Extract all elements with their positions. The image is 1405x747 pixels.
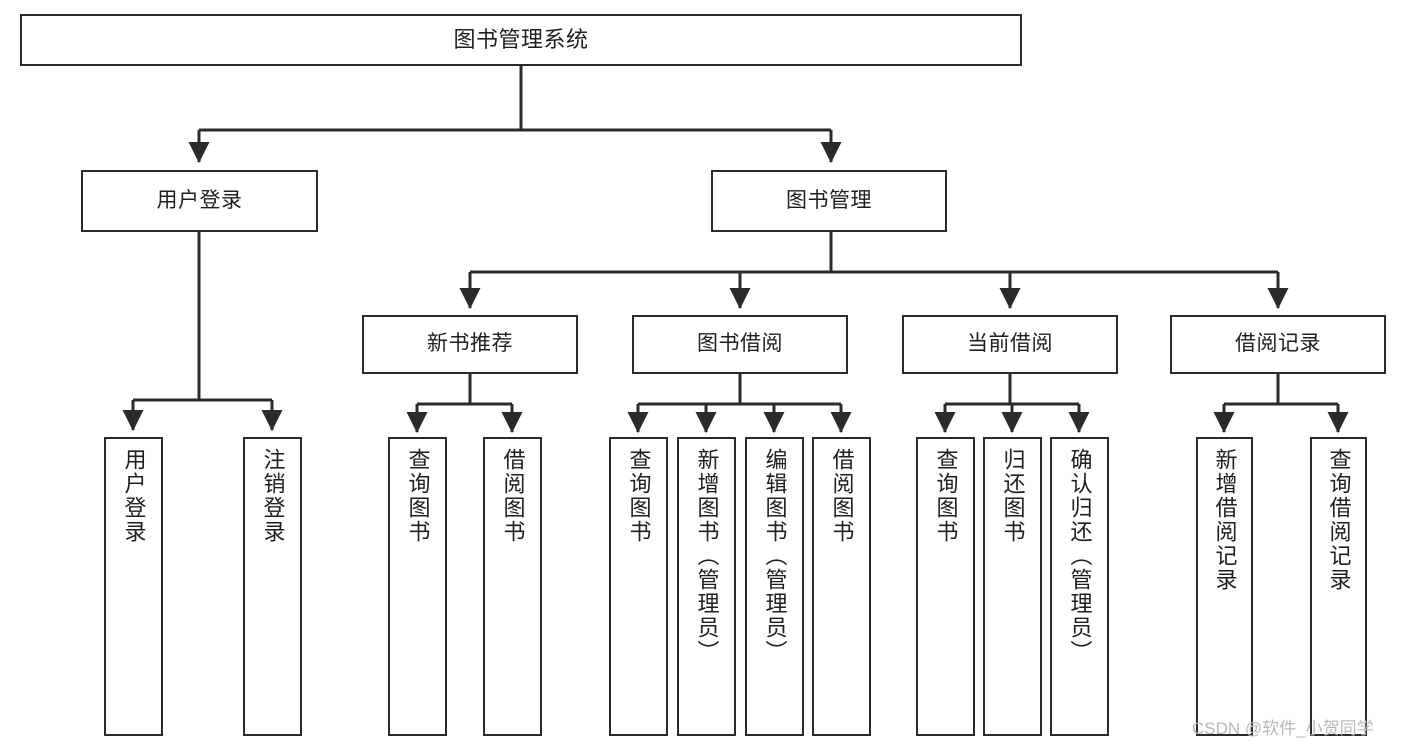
- leaf-edit-book-admin-label: 编辑图书（管理员）: [762, 448, 788, 664]
- leaf-query-book-current[interactable]: 查询图书: [916, 437, 975, 736]
- leaf-confirm-return-admin[interactable]: 确认归还（管理员）: [1050, 437, 1109, 736]
- node-user-login-module-label: 用户登录: [156, 188, 243, 212]
- leaf-add-borrow-record[interactable]: 新增借阅记录: [1196, 437, 1253, 736]
- leaf-return-book-label: 归还图书: [1000, 448, 1026, 544]
- csdn-watermark: CSDN @软件_小贺同学: [1192, 719, 1374, 738]
- node-current-borrow-label: 当前借阅: [967, 332, 1053, 356]
- leaf-user-login-label: 用户登录: [121, 448, 147, 544]
- leaf-user-login[interactable]: 用户登录: [104, 437, 163, 736]
- leaf-add-book-admin[interactable]: 新增图书（管理员）: [677, 437, 736, 736]
- leaf-query-book-recommend[interactable]: 查询图书: [388, 437, 447, 736]
- leaf-logout[interactable]: 注销登录: [243, 437, 302, 736]
- node-current-borrow[interactable]: 当前借阅: [902, 315, 1118, 374]
- leaf-borrow-book[interactable]: 借阅图书: [812, 437, 871, 736]
- node-book-management-module-label: 图书管理: [786, 188, 872, 212]
- leaf-query-book-borrow[interactable]: 查询图书: [609, 437, 668, 736]
- node-root-label: 图书管理系统: [453, 27, 589, 53]
- leaf-confirm-return-admin-label: 确认归还（管理员）: [1067, 448, 1093, 664]
- leaf-query-borrow-record-label: 查询借阅记录: [1326, 448, 1352, 592]
- node-book-borrow[interactable]: 图书借阅: [632, 315, 848, 374]
- leaf-add-borrow-record-label: 新增借阅记录: [1212, 448, 1238, 592]
- node-book-management-module[interactable]: 图书管理: [711, 170, 947, 232]
- leaf-borrow-book-label: 借阅图书: [829, 448, 855, 544]
- leaf-logout-label: 注销登录: [260, 448, 286, 544]
- leaf-return-book[interactable]: 归还图书: [983, 437, 1042, 736]
- node-book-borrow-label: 图书借阅: [697, 332, 783, 356]
- leaf-edit-book-admin[interactable]: 编辑图书（管理员）: [745, 437, 804, 736]
- node-borrow-record[interactable]: 借阅记录: [1170, 315, 1386, 374]
- leaf-borrow-book-recommend-label: 借阅图书: [500, 448, 526, 544]
- node-new-book-recommend-label: 新书推荐: [427, 332, 513, 356]
- leaf-borrow-book-recommend[interactable]: 借阅图书: [483, 437, 542, 736]
- node-user-login-module[interactable]: 用户登录: [81, 170, 318, 232]
- leaf-add-book-admin-label: 新增图书（管理员）: [694, 448, 720, 664]
- node-new-book-recommend[interactable]: 新书推荐: [362, 315, 578, 374]
- node-root[interactable]: 图书管理系统: [20, 14, 1022, 66]
- leaf-query-book-current-label: 查询图书: [933, 448, 959, 544]
- leaf-query-book-recommend-label: 查询图书: [405, 448, 431, 544]
- node-borrow-record-label: 借阅记录: [1235, 332, 1321, 356]
- leaf-query-borrow-record[interactable]: 查询借阅记录: [1310, 437, 1367, 736]
- leaf-query-book-borrow-label: 查询图书: [626, 448, 652, 544]
